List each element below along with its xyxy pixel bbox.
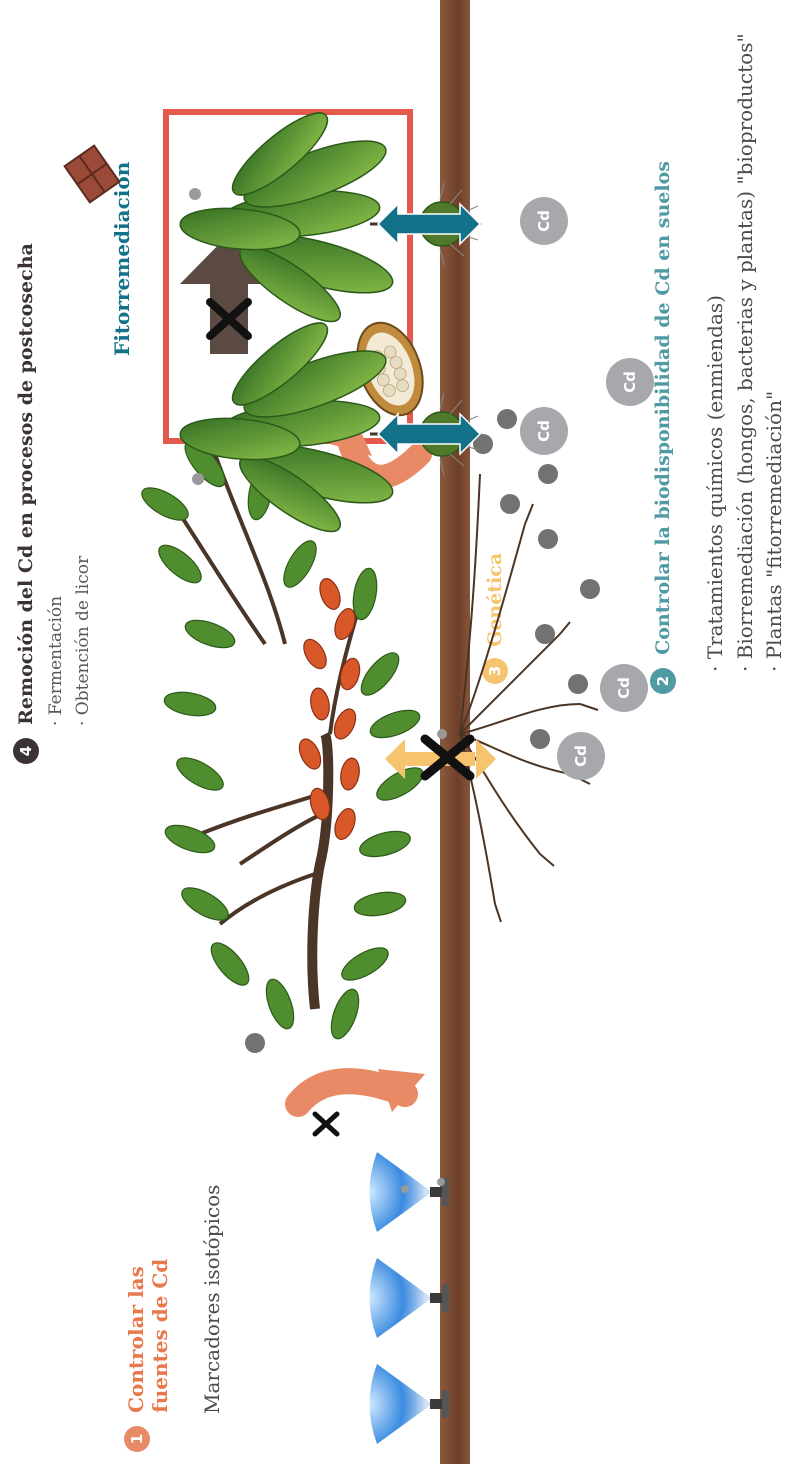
cd-label: Cd: [615, 677, 633, 699]
cadmium-particle-icon: [535, 624, 555, 644]
cadmium-particle-icon: [497, 409, 517, 429]
cadmium-particle-icon: [538, 464, 558, 484]
cd-label: Cd: [621, 371, 639, 393]
cadmium-particle-icon: [568, 674, 588, 694]
cross-mark-icon: [315, 1114, 337, 1134]
cadmium-particle-icon: [245, 1033, 265, 1053]
cadmium-particle-icon: [192, 473, 204, 485]
cd-label: Cd: [572, 745, 590, 767]
cd-label: Cd: [535, 210, 553, 232]
cadmium-particle-icon: [530, 729, 550, 749]
cadmium-particle-icon: Cd: [557, 732, 605, 780]
cadmium-particle-icon: Cd: [606, 358, 654, 406]
cadmium-particle-icon: Cd: [520, 407, 568, 455]
cadmium-particle-icon: [437, 1178, 445, 1186]
source-input-arrow: [298, 1069, 425, 1112]
chocolate-bar-icon: [65, 146, 120, 203]
cacao-roots-icon: [460, 474, 598, 922]
cadmium-particle-icon: Cd: [520, 197, 568, 245]
cacao-tree-icon: [137, 188, 428, 1042]
fertilizer-spreader-icon: [370, 1364, 450, 1444]
cadmium-particle-icon: [500, 494, 520, 514]
fertilizer-spreader-icon: [370, 1258, 450, 1338]
cadmium-particle-icon: [401, 1185, 409, 1193]
fertilizer-spreader-icon: [370, 1152, 450, 1232]
cd-label: Cd: [535, 420, 553, 442]
cadmium-particle-icon: [580, 579, 600, 599]
cd-particles-roots: [473, 409, 600, 749]
cadmium-particle-icon: [538, 529, 558, 549]
cadmium-particle-icon: Cd: [600, 664, 648, 712]
